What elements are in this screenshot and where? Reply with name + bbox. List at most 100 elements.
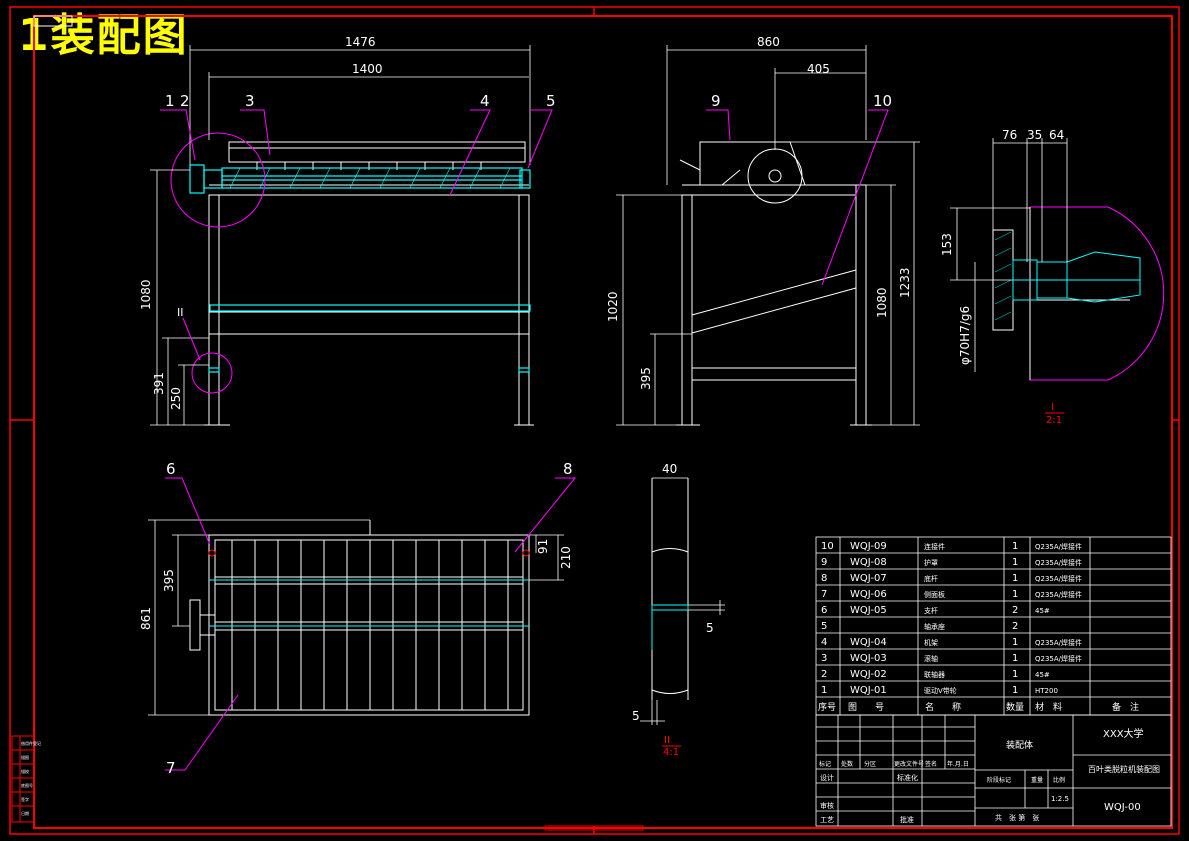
- bom-material: Q235A/焊接件: [1035, 638, 1082, 647]
- side-dims: [616, 45, 920, 426]
- bom-no: 9: [821, 557, 827, 568]
- sheet-label: 共 张 第 张: [995, 813, 1039, 822]
- drawing-number: WQJ-00: [1104, 802, 1141, 813]
- dim-405: 405: [807, 62, 830, 76]
- strip-label: 日期: [21, 810, 29, 816]
- col-zone: 分区: [864, 760, 876, 768]
- detail-ii-mark: II: [177, 306, 184, 319]
- stage-scale: 比例: [1053, 776, 1065, 784]
- bom-code: WQJ-09: [850, 541, 887, 552]
- dim-861: 861: [139, 607, 153, 630]
- bom-qty: 2: [1012, 605, 1018, 616]
- bom-header-name: 名 称: [925, 701, 961, 713]
- side-dim-labels: 860 405 1020 395 1080 1233: [606, 35, 912, 390]
- bom-name: 侧面板: [924, 590, 945, 599]
- bom-grid: [815, 536, 1172, 716]
- bom-name: 护罩: [924, 558, 938, 567]
- side-view: [676, 141, 872, 426]
- front-balloons: 1 2 3 4 5 II: [165, 92, 556, 319]
- bom-name: 机架: [924, 638, 938, 647]
- bom-qty: 1: [1012, 653, 1018, 664]
- bom-header-note: 备 注: [1112, 701, 1139, 713]
- bom-header-qty: 数量: [1006, 701, 1024, 713]
- bom-name: 支杆: [924, 606, 938, 615]
- dim-210: 210: [559, 546, 573, 569]
- bom-code: WQJ-07: [850, 573, 887, 584]
- dim-35: 35: [1027, 128, 1042, 142]
- bom-header-no: 序号: [818, 701, 836, 713]
- bom-material: 45#: [1035, 607, 1050, 615]
- bom-qty: 1: [1012, 685, 1018, 696]
- assembly-label: 装配体: [1006, 739, 1033, 751]
- dim-fit: φ70H7/g6: [958, 306, 972, 365]
- dim-5b: 5: [632, 709, 640, 723]
- balloon-8: 8: [563, 460, 573, 478]
- dim-395-top: 395: [162, 569, 176, 592]
- dim-860: 860: [757, 35, 780, 49]
- col-doc: 更改文件号: [894, 760, 924, 768]
- col-mark: 标记: [819, 760, 831, 768]
- detail-ii-dims: [640, 477, 725, 725]
- top-view: [189, 520, 530, 716]
- title-block-text: XXX大学 装配体 百叶类脱粒机装配图 WQJ-00 1:2.5 共 张 第 张…: [819, 727, 1160, 824]
- balloon-4: 4: [480, 92, 490, 110]
- detail-i-title: I: [1051, 402, 1054, 413]
- col-count: 处数: [841, 760, 853, 768]
- bom-material: Q235A/焊接件: [1035, 574, 1082, 583]
- dim-1476: 1476: [345, 35, 376, 49]
- detail-ii-view: [651, 478, 689, 700]
- balloon-5: 5: [546, 92, 556, 110]
- strip-label: 借用件登记: [21, 740, 41, 746]
- strip-label: 描图: [21, 754, 29, 760]
- detail-i-view: [992, 206, 1165, 381]
- strip-label: 描校: [21, 768, 29, 774]
- bom-material: HT200: [1035, 687, 1058, 695]
- front-hatch: [229, 167, 511, 189]
- stage-mark: 阶段标记: [987, 776, 1011, 784]
- bom-no: 4: [821, 637, 827, 648]
- dim-5: 5: [706, 621, 714, 635]
- detail-i-scale: 2:1: [1046, 415, 1062, 426]
- bom-material: Q235A/焊接件: [1035, 542, 1082, 551]
- bom-code: WQJ-01: [850, 685, 887, 696]
- strip-label: 签字: [21, 796, 29, 802]
- bom-no: 7: [821, 589, 827, 600]
- bom-qty: 1: [1012, 573, 1018, 584]
- bom-material: Q235A/焊接件: [1035, 590, 1082, 599]
- dim-153: 153: [940, 233, 954, 256]
- bom-header-mat: 材 料: [1035, 701, 1062, 713]
- bom-name: 连接件: [924, 542, 945, 551]
- balloon-7: 7: [166, 759, 176, 777]
- detail-ii-circle: [191, 352, 233, 394]
- bom-code: WQJ-06: [850, 589, 887, 600]
- col-sign: 签名: [925, 760, 937, 768]
- dim-395: 395: [639, 367, 653, 390]
- left-strip-labels: 借用件登记 描图 描校 底图号 签字 日期: [21, 740, 41, 816]
- bom-material: Q235A/焊接件: [1035, 558, 1082, 567]
- detail-i-dims: [950, 138, 1068, 372]
- bom-no: 6: [821, 605, 827, 616]
- bom-no: 2: [821, 669, 827, 680]
- title-block-grid: [815, 714, 1172, 827]
- row-review: 审核: [820, 801, 834, 810]
- top-balloons: 6 8 7: [166, 460, 573, 777]
- bom-header-code: 图 号: [848, 702, 884, 713]
- bom-name: 联轴器: [924, 670, 945, 679]
- balloon-10: 10: [873, 92, 892, 110]
- bom-name: 驱动V带轮: [924, 686, 957, 695]
- detail-i-circle: [170, 132, 266, 228]
- bom-name: 轴承座: [924, 622, 945, 631]
- detail-ii-title: II: [664, 735, 670, 746]
- bom-code: WQJ-05: [850, 605, 887, 616]
- bom-qty: 1: [1012, 589, 1018, 600]
- bom-code: WQJ-03: [850, 653, 887, 664]
- drawing-name: 百叶类脱粒机装配图: [1088, 764, 1160, 774]
- row-approve: 批准: [900, 815, 914, 824]
- bom-no: 8: [821, 573, 827, 584]
- bom-code: WQJ-08: [850, 557, 887, 568]
- dim-1080-side: 1080: [875, 287, 889, 318]
- dim-91: 91: [536, 539, 550, 554]
